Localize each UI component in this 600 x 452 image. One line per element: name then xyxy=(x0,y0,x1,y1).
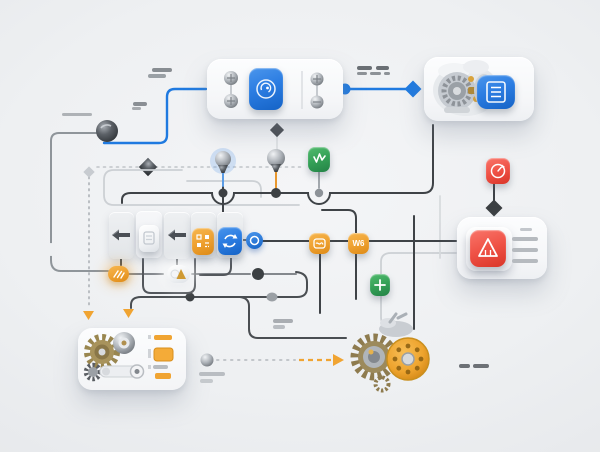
diamond-node xyxy=(138,157,158,177)
gears-center xyxy=(350,312,430,393)
tile-step[interactable] xyxy=(109,212,134,259)
gear-card-left-art xyxy=(83,332,174,382)
blue-round-button[interactable] xyxy=(246,232,263,249)
bolt-icon xyxy=(224,71,238,108)
connector-blue-link xyxy=(339,80,422,98)
line-gap-marker xyxy=(47,243,55,256)
node-dot-large xyxy=(252,268,264,280)
list-line xyxy=(512,248,538,252)
decor-dash xyxy=(384,72,390,75)
controller-card[interactable] xyxy=(207,59,343,119)
sync-arrows-icon[interactable] xyxy=(218,227,242,255)
list-line xyxy=(512,237,538,241)
node-dot xyxy=(266,292,278,302)
layer-stripes-icon[interactable] xyxy=(108,266,129,282)
orange-down-arrow xyxy=(83,311,94,320)
diamond-node xyxy=(485,199,503,217)
connector-dashed-vertical xyxy=(83,166,95,320)
decor-dash xyxy=(376,66,389,70)
node-dot xyxy=(218,188,228,198)
decor-dash xyxy=(148,74,166,78)
prism-triangle-icon[interactable] xyxy=(470,230,506,267)
w6-node-icon[interactable]: W6 xyxy=(348,233,369,254)
plus-icon[interactable] xyxy=(370,274,390,296)
decor-dash xyxy=(459,364,470,368)
decor-dash xyxy=(473,364,489,368)
dotted-line-bottom xyxy=(200,353,296,367)
sphere-node xyxy=(96,120,118,142)
timer-refresh-icon[interactable] xyxy=(486,158,510,184)
orange-down-arrow xyxy=(123,309,134,318)
chip-icon[interactable] xyxy=(139,225,159,252)
decor-line xyxy=(62,113,92,116)
decor-dash xyxy=(370,72,381,75)
tile-step[interactable] xyxy=(164,212,190,259)
tile-step[interactable] xyxy=(136,211,162,258)
controller-card-art xyxy=(224,71,324,109)
alert-card[interactable] xyxy=(457,217,547,279)
gold-cone-icon[interactable] xyxy=(167,265,190,283)
bolt-icon xyxy=(310,72,324,109)
orange-dashed-arrow xyxy=(299,354,344,366)
scribble-check-icon[interactable] xyxy=(308,147,330,172)
node-dot xyxy=(314,188,324,198)
decor-dash xyxy=(133,102,147,106)
qr-code-icon[interactable] xyxy=(192,228,214,255)
cone-node xyxy=(267,149,285,172)
decor-dash xyxy=(199,372,225,376)
node-dot xyxy=(185,292,195,302)
list-line xyxy=(512,259,538,263)
decor-dash xyxy=(132,107,141,110)
connector-blue-elbow xyxy=(102,87,208,145)
list-line xyxy=(520,228,532,231)
w6-label: W6 xyxy=(352,238,365,248)
decor-dash xyxy=(357,72,367,75)
decor-dash xyxy=(273,319,293,323)
connector-pill-return xyxy=(130,271,347,339)
cone-node-blue xyxy=(210,148,236,174)
diamond-node xyxy=(269,122,285,138)
document-lines-icon[interactable] xyxy=(477,75,515,109)
swirl-power-icon[interactable] xyxy=(249,68,283,110)
decor-dash xyxy=(200,379,213,383)
decor-dash xyxy=(357,66,372,70)
engine-card[interactable] xyxy=(424,57,534,121)
decor-dash xyxy=(152,68,172,72)
decor-dash xyxy=(273,325,285,329)
monitor-wave-icon[interactable] xyxy=(309,233,330,254)
arrow-left-icon xyxy=(112,229,130,241)
arrow-left-icon xyxy=(168,229,186,241)
node-dot xyxy=(271,188,281,198)
